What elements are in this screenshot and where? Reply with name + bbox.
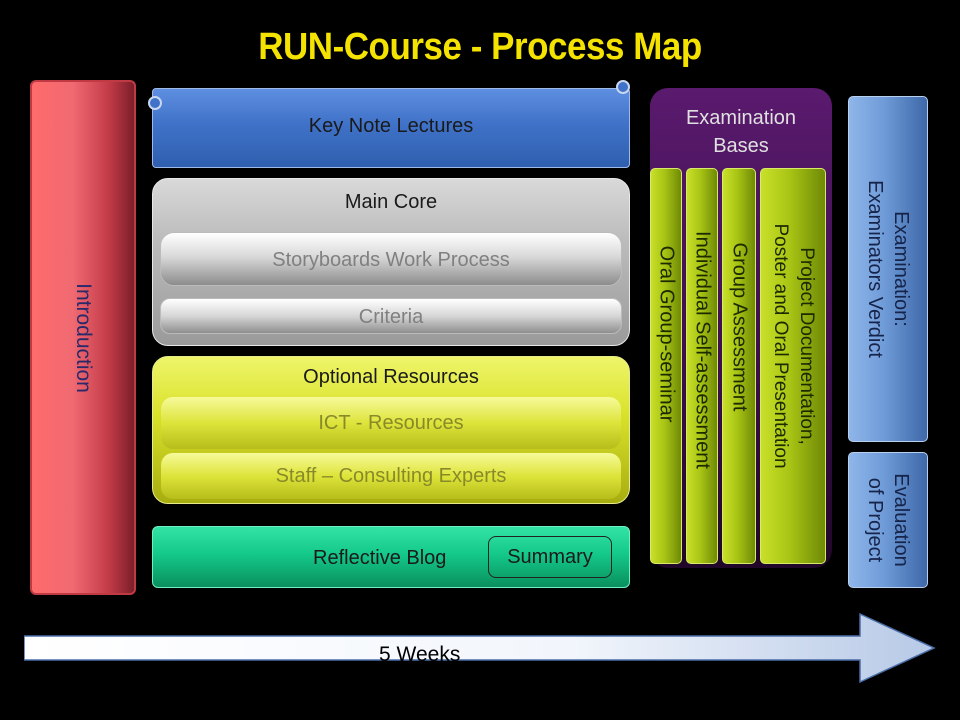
individual-self-assessment-label: Individual Self-assessment <box>691 231 714 470</box>
group-assessment-label: Group Assessment <box>728 242 751 412</box>
reflective-blog-label: Reflective Blog <box>313 547 447 569</box>
project-documentation-column: Project Documentation, Poster and Oral P… <box>760 168 826 564</box>
footer-date-line2: konferens <box>28 688 86 703</box>
ict-band <box>161 397 621 449</box>
oral-group-seminar-label: Oral Group-seminar <box>655 246 678 423</box>
optional-resources-title: Optional Resources <box>303 366 479 388</box>
examination-bases-line2: Bases <box>713 135 769 157</box>
footer-reference: [Lindh J, rydmark M: 060302] <box>6 692 228 714</box>
timeline-arrow <box>24 612 936 684</box>
criteria-block: Criteria <box>160 298 622 334</box>
optional-resources-block: Optional Resources ICT - Resources Staff… <box>152 356 630 504</box>
scroll-curl-right-icon <box>616 80 630 94</box>
project-documentation-line1: Project Documentation, <box>796 247 817 446</box>
footer-email: martin.rydmark@mednet.gu.se <box>380 676 587 693</box>
page-number: 13 <box>884 678 900 694</box>
examination-bases-title: Examination Bases <box>650 104 832 160</box>
duration-label: 5 Weeks <box>379 643 461 666</box>
examination-bases-line1: Examination <box>685 107 797 129</box>
summary-box: Summary <box>488 536 612 578</box>
evaluation-of-project-block: Evaluation of Project <box>848 452 928 588</box>
ict-resources-label: ICT - Resources <box>318 412 464 434</box>
footer-date-line1: 2009-11-27 Vårdalinstitutets <box>28 672 190 687</box>
criteria-label: Criteria <box>358 306 424 328</box>
examination-verdict-label: Examination: Examinators Verdict <box>862 180 914 358</box>
introduction-block: Introduction <box>30 80 136 595</box>
summary-label: Summary <box>507 546 593 568</box>
storyboards-label: Storyboards Work Process <box>272 249 510 271</box>
storyboards-block: Storyboards Work Process <box>160 232 622 286</box>
examination-verdict-line1: Examination: <box>890 211 912 327</box>
page-title: RUN-Course - Process Map <box>258 26 702 68</box>
staff-band <box>161 453 621 499</box>
key-note-lectures-block: Key Note Lectures <box>152 88 630 168</box>
oral-group-seminar-column: Oral Group-seminar <box>650 168 682 564</box>
examination-verdict-line2: Examinators Verdict <box>864 180 886 358</box>
footer-date: 2009-11-27 Vårdalinstitutets konferens <box>28 672 258 704</box>
main-core-title: Main Core <box>344 191 438 213</box>
project-documentation-label: Project Documentation, Poster and Oral P… <box>767 224 819 469</box>
evaluation-line1: Evaluation <box>890 473 912 567</box>
evaluation-line2: of Project <box>864 477 886 563</box>
scroll-curl-left-icon <box>148 96 162 110</box>
evaluation-of-project-label: Evaluation of Project <box>862 473 914 566</box>
project-documentation-line2: Poster and Oral Presentation <box>770 223 791 469</box>
group-assessment-column: Group Assessment <box>722 168 756 564</box>
key-note-label: Key Note Lectures <box>308 115 474 137</box>
examination-verdict-block: Examination: Examinators Verdict <box>848 96 928 442</box>
introduction-label: Introduction <box>72 282 95 393</box>
individual-self-assessment-column: Individual Self-assessment <box>686 168 718 564</box>
staff-experts-label: Staff – Consulting Experts <box>275 465 507 487</box>
